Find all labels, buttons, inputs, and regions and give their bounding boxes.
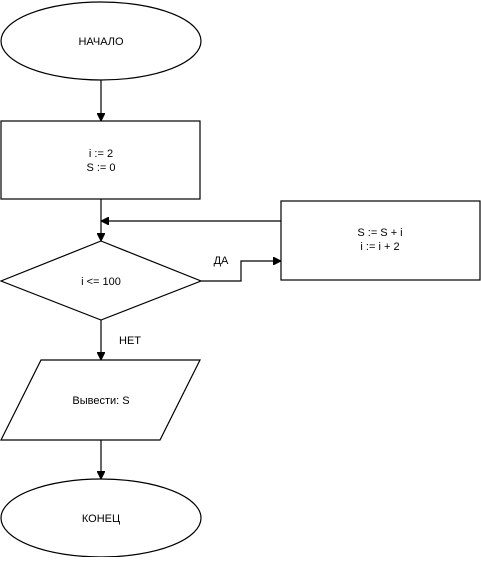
end-label: КОНЕЦ xyxy=(82,513,120,525)
loop-body-node: S := S + i i := i + 2 xyxy=(280,200,481,281)
loop-body-line-2: i := i + 2 xyxy=(360,241,399,253)
output-parallelogram xyxy=(0,359,201,441)
start-label: НАЧАЛО xyxy=(78,36,124,48)
init-node: i := 2 S := 0 xyxy=(0,120,201,200)
start-node: НАЧАЛО xyxy=(0,1,202,81)
output-node: Вывести: S xyxy=(0,359,201,441)
loop-body-line-1: S := S + i xyxy=(357,227,402,239)
loop-body-rect xyxy=(280,200,481,281)
yes-label: ДА xyxy=(214,255,229,267)
condition-label: i <= 100 xyxy=(81,276,121,288)
init-line-1: i := 2 xyxy=(89,148,113,160)
init-line-2: S := 0 xyxy=(86,162,115,174)
condition-node: i <= 100 xyxy=(0,240,203,321)
output-label: Вывести: S xyxy=(72,395,129,407)
init-rect xyxy=(0,120,201,200)
end-node: КОНЕЦ xyxy=(0,478,202,558)
no-label: НЕТ xyxy=(119,335,141,347)
edge-condition-yes xyxy=(201,261,280,282)
